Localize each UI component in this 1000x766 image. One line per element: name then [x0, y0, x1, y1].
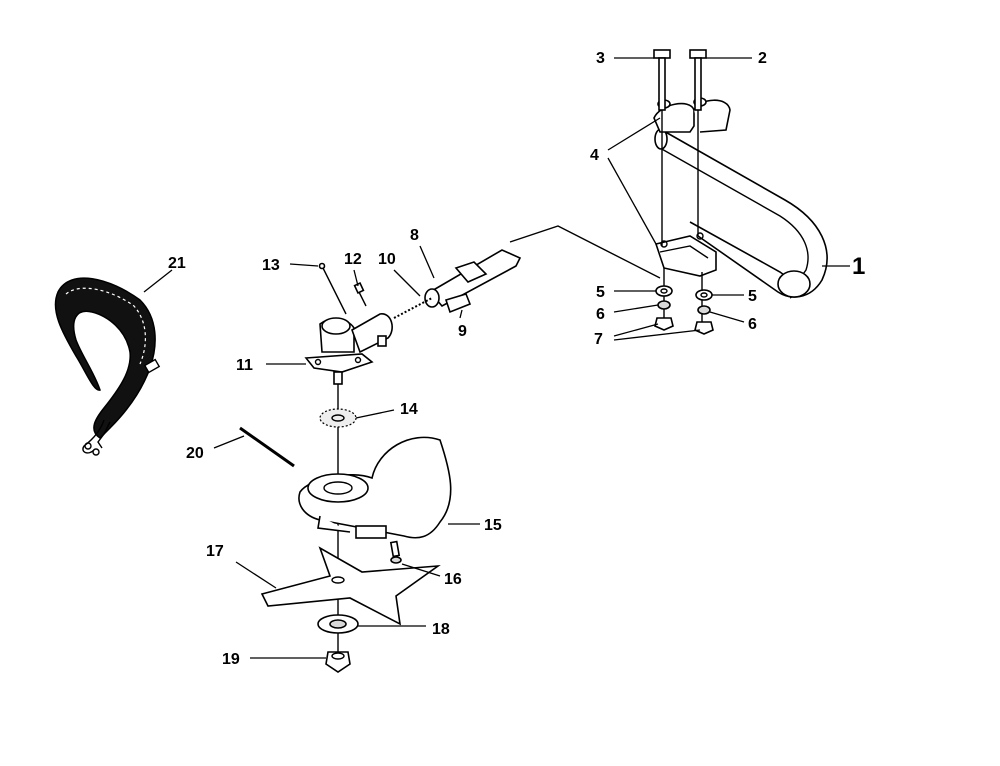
washer-5-right	[695, 289, 713, 301]
label-part-11: 11	[236, 357, 253, 374]
leader-20	[213, 435, 245, 449]
label-part-7: 7	[594, 331, 603, 348]
label-part-8: 8	[410, 227, 419, 244]
label-part-14: 14	[400, 401, 418, 418]
blade-17-part	[260, 546, 441, 626]
leader-12	[353, 269, 359, 287]
label-part-9: 9	[458, 323, 467, 340]
label-part-17: 17	[206, 543, 224, 560]
screw-13-part	[318, 262, 347, 315]
label-part-19: 19	[222, 651, 240, 668]
washer-14-part	[319, 408, 357, 428]
leader-7b	[613, 329, 701, 341]
leader-21	[143, 269, 173, 293]
label-part-5-left: 5	[596, 284, 605, 301]
leader-6b	[709, 311, 745, 323]
washer-5-left	[655, 285, 673, 297]
screw-12-part	[353, 282, 367, 307]
label-part-16: 16	[444, 571, 462, 588]
leader-9	[459, 309, 463, 319]
gear-head-11	[304, 313, 393, 385]
drive-shaft-tube	[424, 225, 661, 308]
leader-17	[235, 561, 277, 589]
decal-9-part	[444, 293, 472, 314]
label-part-13: 13	[262, 257, 280, 274]
label-part-4: 4	[590, 147, 599, 164]
screw-16-part	[389, 540, 402, 564]
leader-6a	[613, 304, 659, 313]
label-part-6-left: 6	[596, 306, 605, 323]
nut-19-part	[325, 651, 351, 673]
label-part-21: 21	[168, 255, 186, 272]
label-part-20: 20	[186, 445, 204, 462]
label-part-3: 3	[596, 50, 605, 67]
label-part-10: 10	[378, 251, 396, 268]
label-part-15: 15	[484, 517, 502, 534]
lockwasher-6-left	[657, 300, 671, 310]
leader-13	[289, 263, 319, 267]
drive-cable-10	[393, 297, 433, 319]
label-part-12: 12	[344, 251, 362, 268]
leader-16	[401, 563, 441, 577]
leader-4b	[607, 157, 657, 245]
blade-guard-15	[298, 436, 452, 539]
label-part-6-right: 6	[748, 316, 757, 333]
locking-rod-20	[239, 426, 295, 468]
label-part-5-right: 5	[748, 288, 757, 305]
lockwasher-6-right	[697, 305, 711, 315]
leader-4a	[607, 117, 661, 151]
leader-10	[393, 269, 421, 297]
handle-clamp-bottom	[654, 232, 717, 277]
adapter-18-part	[317, 614, 359, 634]
leader-7a	[613, 323, 659, 337]
harness-strap-part	[54, 277, 161, 456]
label-part-2: 2	[758, 50, 767, 67]
leader-14	[355, 409, 395, 419]
label-part-18: 18	[432, 621, 450, 638]
leader-8	[419, 245, 435, 279]
nut-7-right	[694, 321, 714, 335]
handle-bar-part	[654, 128, 828, 299]
label-part-1: 1	[852, 253, 865, 280]
